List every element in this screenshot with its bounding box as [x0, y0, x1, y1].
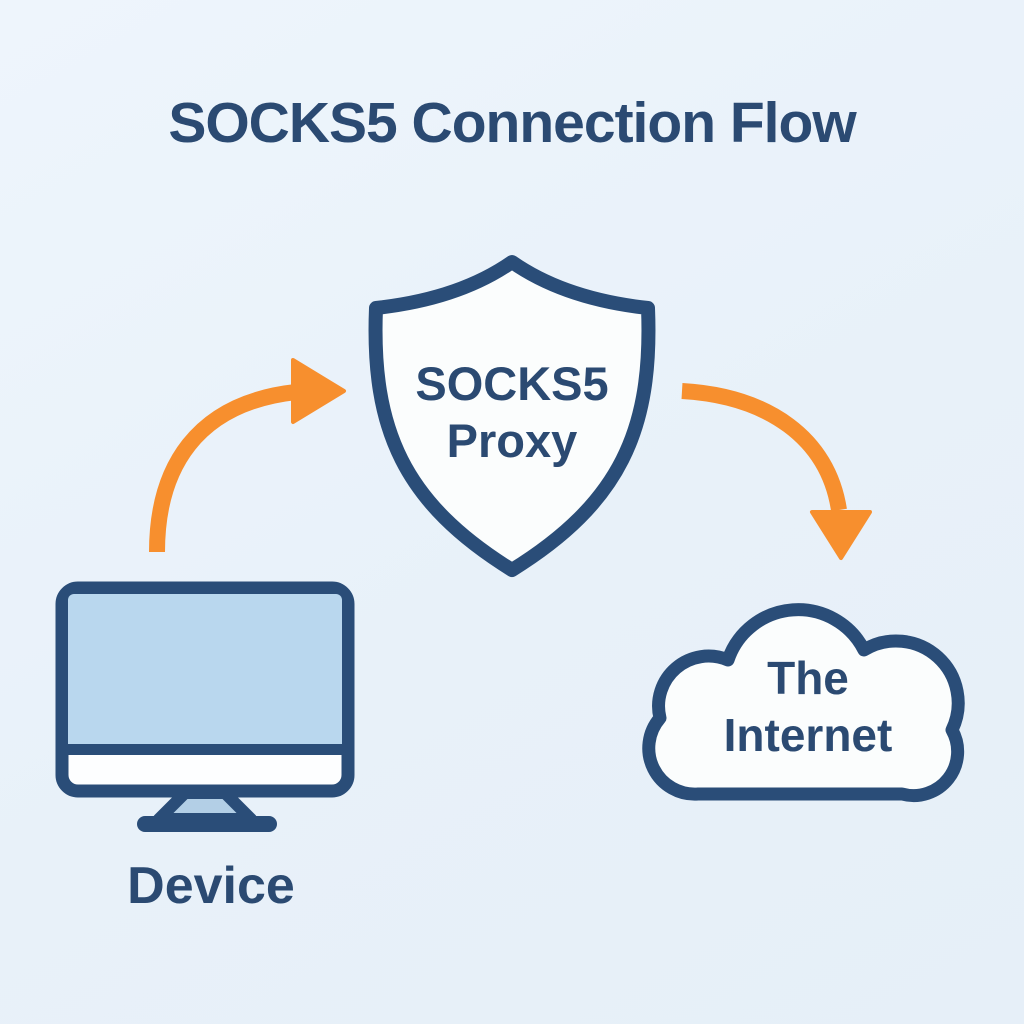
- arrow-device-to-proxy-shaft: [149, 384, 297, 553]
- device-label: Device: [127, 857, 295, 915]
- arrow-device-to-proxy-head: [291, 358, 346, 424]
- arrow-proxy-to-internet-head: [810, 510, 872, 560]
- proxy-label-line2: Proxy: [447, 414, 578, 467]
- proxy-label-line1: SOCKS5: [415, 357, 608, 410]
- shield-icon: [368, 255, 656, 577]
- proxy-node: SOCKS5 Proxy: [368, 255, 656, 577]
- device-node: Device: [55, 581, 355, 915]
- monitor-icon: [55, 581, 355, 832]
- monitor-stand: [153, 787, 257, 825]
- internet-label-line1: The: [767, 652, 849, 704]
- curved-arrow-down-icon: [681, 383, 872, 560]
- monitor-base: [137, 816, 277, 832]
- internet-label-line2: Internet: [724, 709, 893, 761]
- curved-arrow-right-icon: [149, 358, 346, 553]
- internet-node: The Internet: [642, 603, 965, 803]
- arrow-proxy-to-internet-shaft: [681, 383, 847, 512]
- page-title: SOCKS5 Connection Flow: [168, 91, 857, 155]
- monitor-screen: [68, 594, 342, 752]
- monitor-divider: [68, 744, 342, 755]
- cloud-icon: [642, 603, 965, 803]
